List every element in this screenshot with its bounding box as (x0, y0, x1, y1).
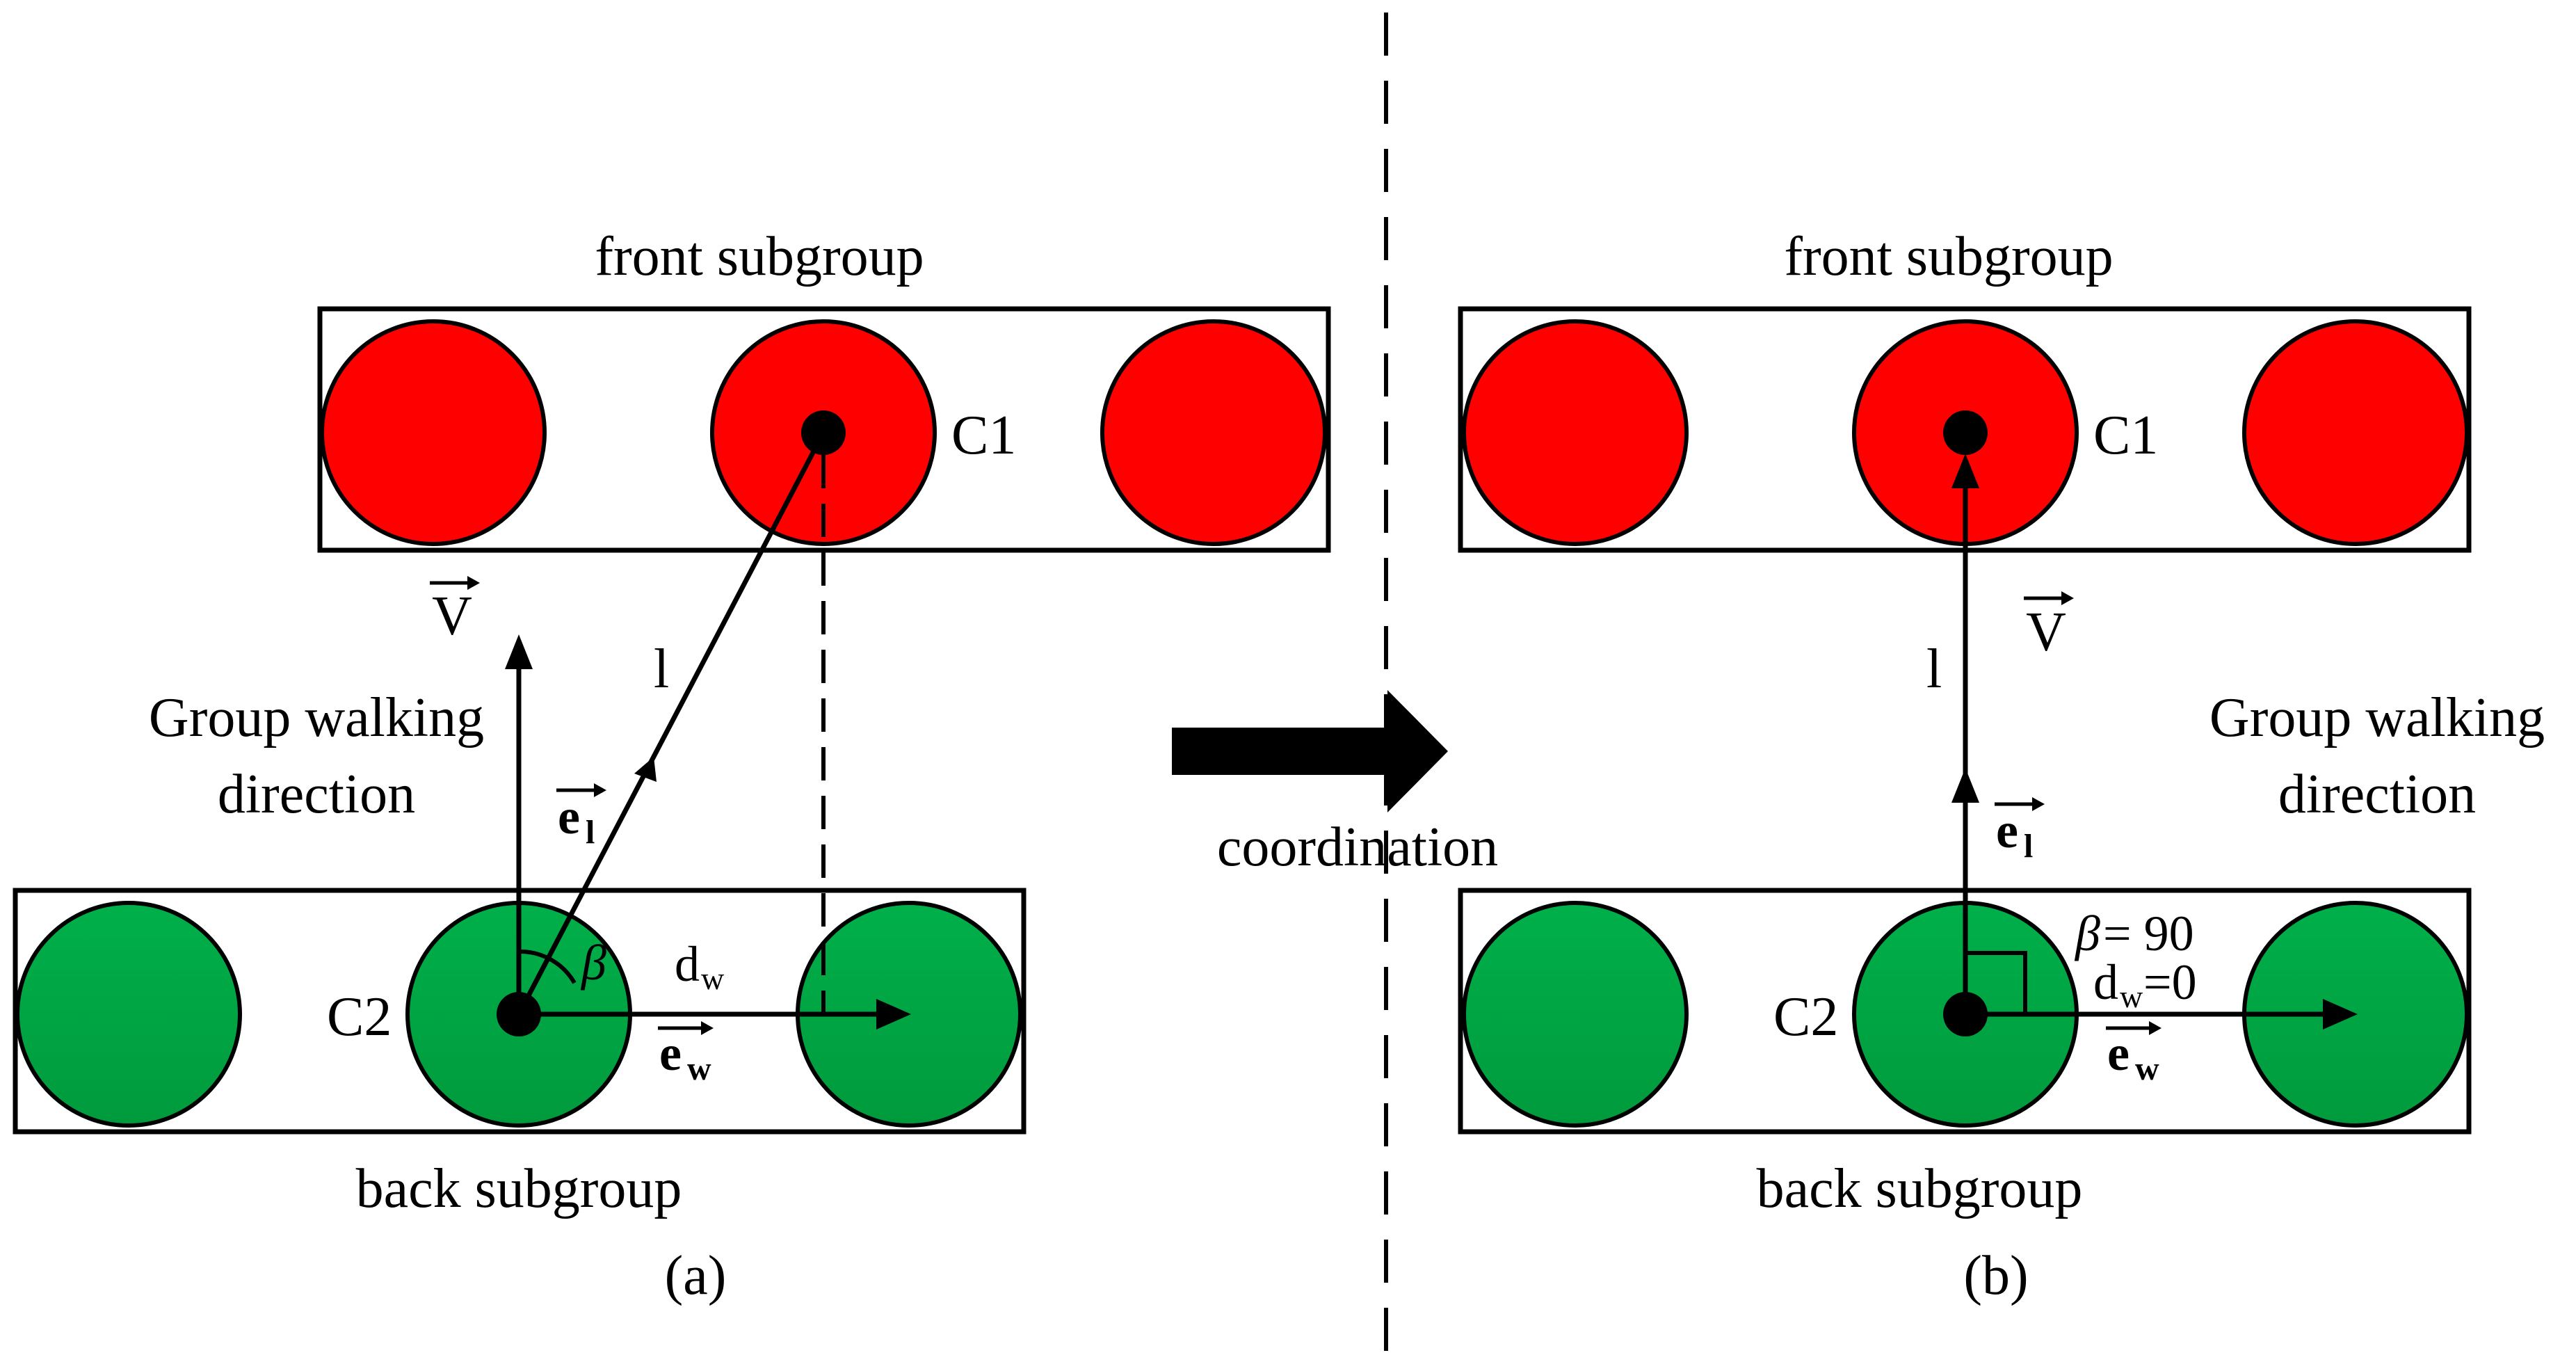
panel-a: front subgroup C1 back subgroup (a) V Gr… (13, 226, 1331, 1306)
dw-main-b: d (2093, 954, 2118, 1010)
front-subgroup-label-a: front subgroup (595, 226, 924, 287)
ew-arrowhead-a (876, 999, 911, 1029)
direction-line1-a: Group walking (149, 687, 484, 748)
c1-point-b (1943, 410, 1988, 455)
ew-sub-a: w (687, 1050, 711, 1087)
front-member-right-a (1100, 319, 1327, 546)
dw-main-a: d (675, 936, 700, 992)
c2-point-b (1943, 992, 1988, 1036)
dw-label-b: d w =0 (2093, 954, 2197, 1014)
beta-arc-a (518, 949, 577, 984)
coordination-label: coordination (1217, 817, 1498, 878)
panel-b: front subgroup C1 back subgroup (b) l V … (1458, 226, 2545, 1306)
v-arrowhead-a (505, 634, 533, 669)
direction-line2-b: direction (2278, 764, 2476, 825)
caption-a: (a) (665, 1245, 727, 1306)
c1-label-b: C1 (2093, 405, 2158, 466)
dw-value-b: =0 (2143, 954, 2197, 1010)
back-subgroup-label-b: back subgroup (1757, 1158, 2083, 1219)
el-label-b: e l (1995, 797, 2045, 865)
front-member-left-b (1462, 319, 1689, 546)
v-label-b: V (2026, 602, 2066, 663)
c2-label-b: C2 (1773, 986, 1838, 1048)
back-member-left-a (15, 901, 242, 1128)
front-member-left-a (320, 319, 547, 546)
front-subgroup-label-b: front subgroup (1784, 226, 2113, 287)
dw-label-a: d w (675, 936, 725, 996)
ew-sub-b: w (2135, 1050, 2159, 1087)
l-label-a: l (654, 639, 669, 700)
el-main-a: e (558, 789, 580, 844)
direction-line1-b: Group walking (2209, 687, 2545, 748)
l-label-b: l (1926, 639, 1942, 700)
v-label-a: V (432, 586, 472, 647)
beta-value-b: = 90 (2103, 906, 2194, 961)
el-label-a: e l (556, 783, 606, 851)
v-arrowhead-b (1951, 454, 1979, 488)
dw-sub-a: w (701, 961, 725, 996)
el-arrowhead-a (634, 757, 657, 782)
caption-b: (b) (1963, 1245, 2028, 1306)
beta-label-a: β (580, 935, 606, 991)
el-arrowhead-b (1951, 768, 1979, 803)
ew-main-a: e (659, 1025, 682, 1081)
back-member-left-b (1462, 901, 1689, 1128)
c2-label-a: C2 (327, 986, 392, 1048)
direction-line2-a: direction (218, 764, 415, 825)
right-angle-marker-b (1965, 951, 2027, 1014)
ew-label-a: e w (658, 1021, 714, 1087)
c2-point-a (497, 992, 541, 1036)
el-sub-a: l (586, 814, 595, 851)
beta-symbol-b: β (2074, 906, 2100, 961)
l-line-a (516, 431, 826, 1016)
right-arrow-icon (1172, 690, 1448, 812)
v-overarrow-head-a (467, 576, 480, 590)
back-subgroup-label-a: back subgroup (356, 1158, 682, 1219)
beta-label-b: β = 90 (2074, 906, 2194, 961)
el-sub-b: l (2024, 828, 2033, 865)
front-member-right-b (2242, 319, 2469, 546)
ew-main-b: e (2107, 1025, 2130, 1081)
dw-sub-b: w (2120, 979, 2143, 1014)
ew-label-b: e w (2106, 1021, 2162, 1087)
front-subgroup-box-a (317, 306, 1331, 553)
v-overarrow-head-b (2061, 591, 2074, 605)
el-main-b: e (1996, 803, 2018, 858)
ew-arrowhead-b (2323, 999, 2358, 1029)
c1-label-a: C1 (951, 405, 1016, 466)
